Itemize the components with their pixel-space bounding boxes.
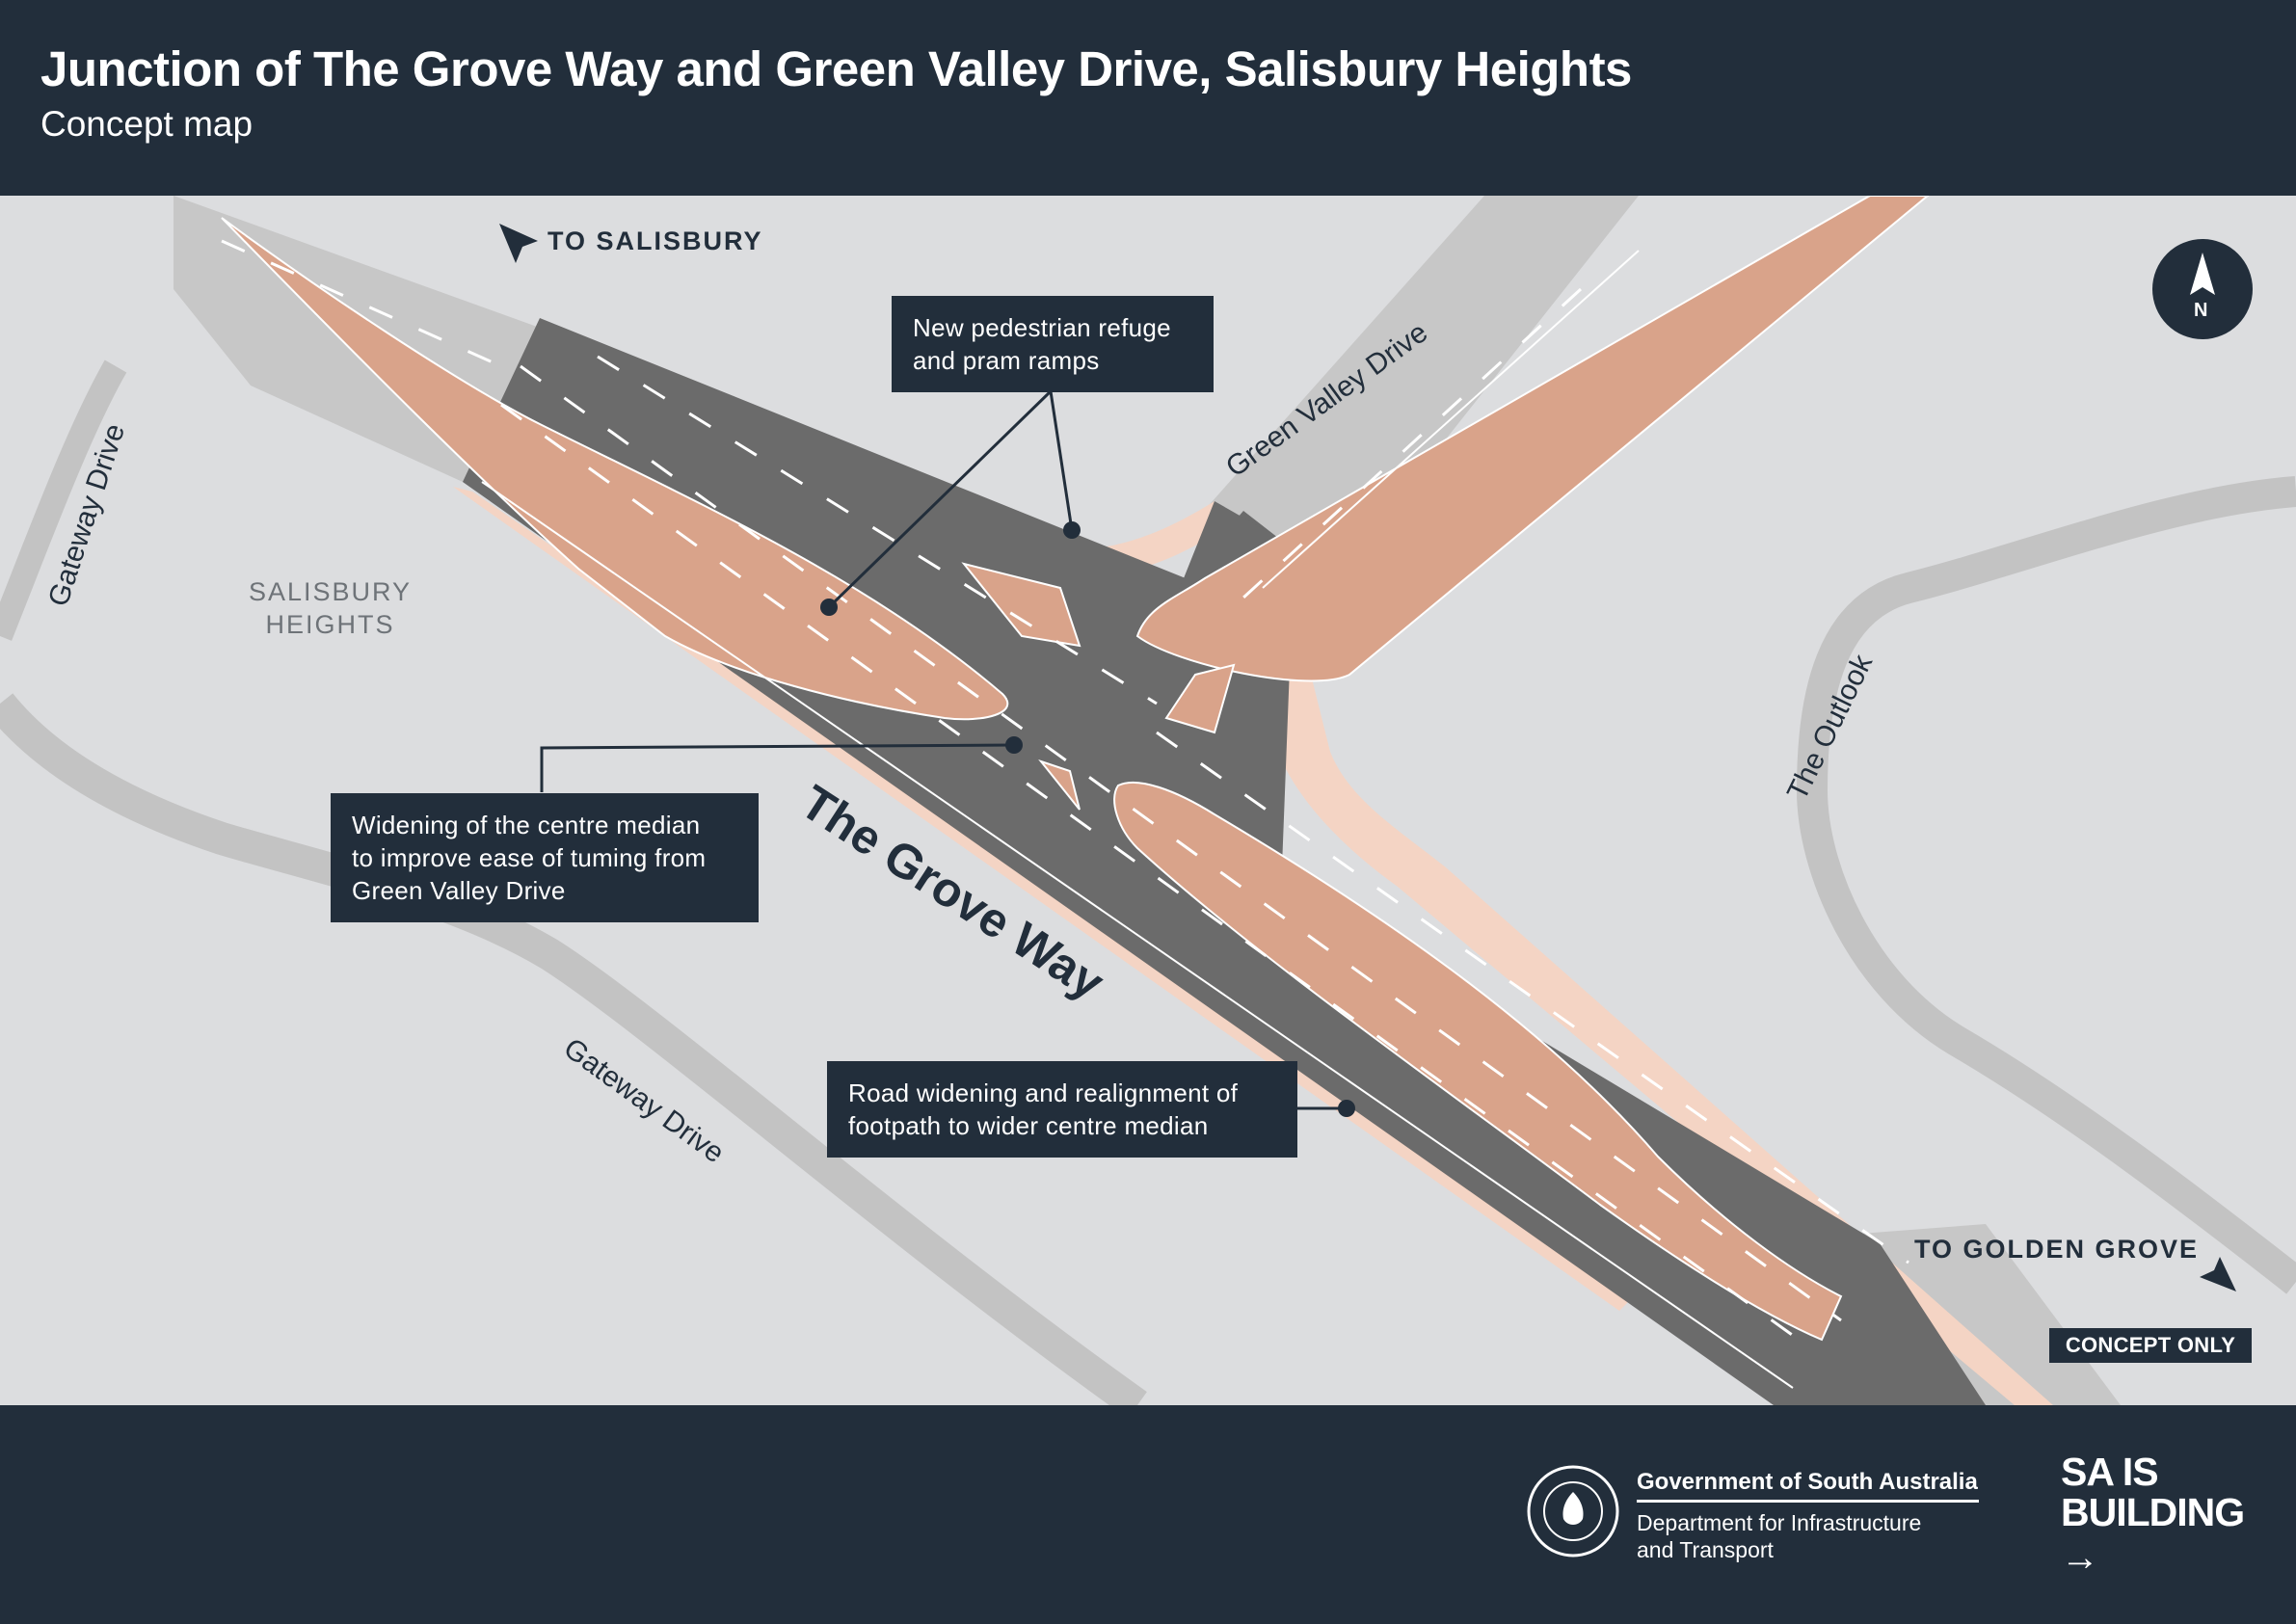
marker-refuge-left xyxy=(820,599,838,616)
government-name: Government of South Australia xyxy=(1637,1469,1978,1495)
lane-line-3 xyxy=(597,355,1158,706)
north-compass-icon xyxy=(2152,239,2253,339)
marker-median xyxy=(1005,736,1023,754)
to-salisbury-label: TO SALISBURY xyxy=(547,226,763,255)
to-golden-grove-label: TO GOLDEN GROVE xyxy=(1914,1235,2200,1264)
government-divider xyxy=(1637,1500,1979,1503)
footer: Government of South Australia Department… xyxy=(0,1405,2296,1624)
department-name: Department for Infrastructure and Transp… xyxy=(1637,1510,1922,1562)
suburb-label: SALISBURY HEIGHTS xyxy=(249,577,413,639)
green-valley-median xyxy=(1135,196,1930,682)
marker-road-widening xyxy=(1338,1100,1355,1117)
marker-refuge-right xyxy=(1063,521,1081,539)
lane-line-4 xyxy=(1156,731,1909,1265)
sa-is-building-logo: SA IS BUILDING xyxy=(2061,1450,2245,1534)
refuge-island-3 xyxy=(1038,759,1081,811)
page-title: Junction of The Grove Way and Green Vall… xyxy=(40,41,1632,96)
gateway-drive-west-road xyxy=(0,359,127,641)
lane-line-2 xyxy=(520,364,1842,1322)
to-golden-grove-arrow-icon xyxy=(2200,1257,2236,1291)
refuge-island-1 xyxy=(961,562,1081,648)
to-salisbury-arrow-icon xyxy=(499,224,538,263)
north-label: N xyxy=(2194,300,2208,321)
arrow-right-icon: → xyxy=(2061,1536,2099,1579)
concept-only-badge: CONCEPT ONLY xyxy=(2049,1328,2252,1363)
concept-map: N TO SALISBURY TO GOLDEN GROVE SALISBURY… xyxy=(0,196,2296,1405)
leader-refuge-right xyxy=(1049,390,1074,531)
leader-median xyxy=(540,743,1015,792)
map-drawing xyxy=(0,196,2296,1405)
page-subtitle: Concept map xyxy=(40,104,254,144)
edge-line-green-valley xyxy=(1262,250,1640,589)
north-arrow-icon xyxy=(2190,253,2215,295)
leader-refuge-left xyxy=(827,389,1053,609)
lane-line-6 xyxy=(1241,287,1583,599)
header: Junction of The Grove Way and Green Vall… xyxy=(0,0,2296,196)
edge-line-south xyxy=(481,481,1794,1389)
refuge-island-2 xyxy=(1164,663,1236,734)
callout-pedestrian-refuge: New pedestrian refuge and pram ramps xyxy=(892,296,1214,392)
sa-government-emblem-icon xyxy=(1527,1465,1619,1557)
callout-median-widening: Widening of the centre median to improve… xyxy=(331,793,759,922)
north-footpath xyxy=(858,480,1234,578)
the-outlook-road xyxy=(1796,476,2296,1294)
green-valley-north-approach xyxy=(1195,196,1639,598)
callout-road-widening: Road widening and realignment of footpat… xyxy=(827,1061,1297,1158)
